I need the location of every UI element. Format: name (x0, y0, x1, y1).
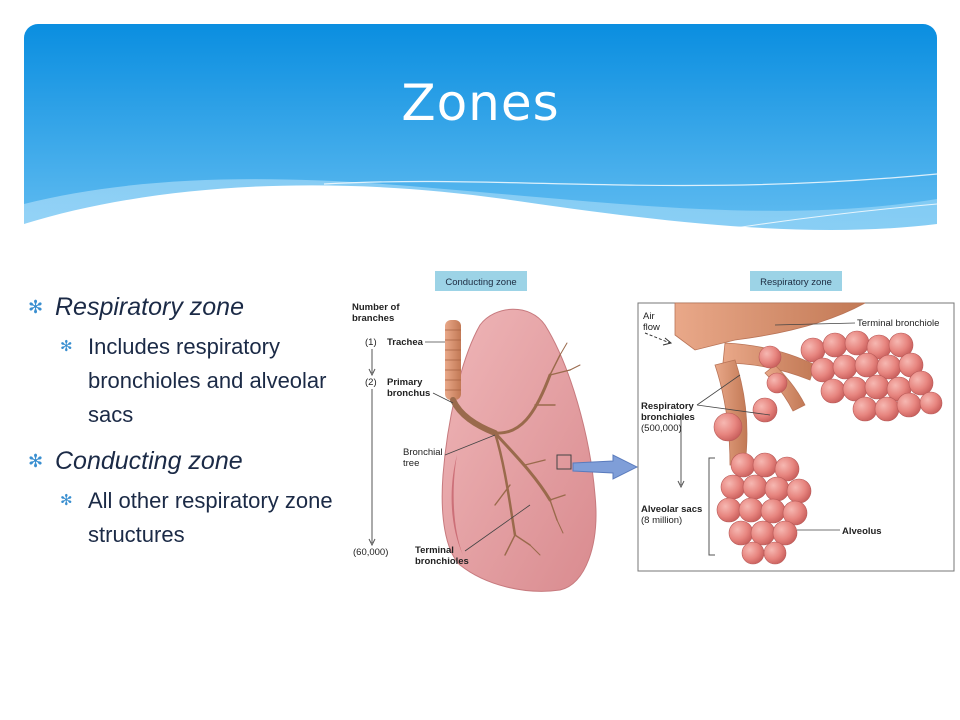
air-flow-label: Air (643, 311, 655, 322)
respiratory-zone-panel (637, 302, 955, 572)
bullet-text: Conducting zone (55, 447, 243, 475)
asterisk-icon: ✻ (60, 338, 73, 355)
primary-bronchus-label: Primary (387, 377, 423, 388)
number-of-branches-label-line2: branches (352, 313, 394, 324)
trachea-label: Trachea (387, 337, 424, 348)
alveolar-sacs-count: (8 million) (641, 515, 682, 526)
respiratory-zone-tag: Respiratory zone (750, 271, 842, 291)
count-primary-bronchus: (2) (365, 377, 377, 388)
alveolar-sacs-label: Alveolar sacs (641, 504, 702, 515)
alveoli-cluster-lower (716, 452, 812, 565)
terminal-bronchioles-label-line2: bronchioles (415, 556, 469, 567)
asterisk-icon: ✻ (28, 451, 44, 471)
respiratory-bronchioles-count: (500,000) (641, 423, 682, 434)
asterisk-icon: ✻ (60, 492, 73, 509)
conducting-zone-tag: Conducting zone (435, 271, 527, 291)
respiratory-bronchioles-label-line2: bronchioles (641, 412, 695, 423)
bullet-text: Respiratory zone (55, 293, 244, 321)
alveolus-label: Alveolus (842, 526, 882, 537)
bronchial-tree-label-line2: tree (403, 458, 419, 469)
terminal-bronchiole-label: Terminal bronchiole (857, 318, 939, 329)
sub-bullet-respiratory-zone: ✻ Includes respiratory bronchioles and a… (24, 330, 344, 432)
branch-count-arrow (368, 349, 376, 547)
alveoli-small (713, 345, 788, 442)
bullet-respiratory-zone: ✻ Respiratory zone (24, 290, 344, 324)
lung-illustration (441, 308, 597, 592)
terminal-bronchioles-label: Terminal (415, 545, 454, 556)
magnify-arrow-icon (572, 454, 639, 480)
title-banner (24, 24, 937, 260)
number-of-branches-label: Number of (352, 302, 400, 313)
bullet-list: ✻ Respiratory zone ✻ Includes respirator… (24, 290, 344, 564)
conducting-zone-label: Conducting zone (445, 277, 516, 288)
slide-title: Zones (401, 74, 560, 132)
sub-bullet-conducting-zone: ✻ All other respiratory zone structures (24, 484, 344, 552)
count-terminal-bronchioles: (60,000) (353, 547, 388, 558)
respiratory-bronchioles-label: Respiratory (641, 401, 695, 412)
respiratory-zone-label: Respiratory zone (760, 277, 832, 288)
count-trachea: (1) (365, 337, 377, 348)
sub-bullet-text: Includes respiratory bronchioles and alv… (88, 334, 327, 427)
alveoli-cluster-upper (800, 330, 943, 422)
bullet-conducting-zone: ✻ Conducting zone (24, 444, 344, 478)
sub-bullet-text: All other respiratory zone structures (88, 488, 333, 547)
air-flow-label-line2: flow (643, 322, 660, 333)
primary-bronchus-label-line2: bronchus (387, 388, 430, 399)
respiratory-zones-diagram: Conducting zone Respiratory zone Number … (352, 271, 955, 592)
bronchial-tree-label: Bronchial (403, 447, 443, 458)
asterisk-icon: ✻ (28, 297, 44, 317)
